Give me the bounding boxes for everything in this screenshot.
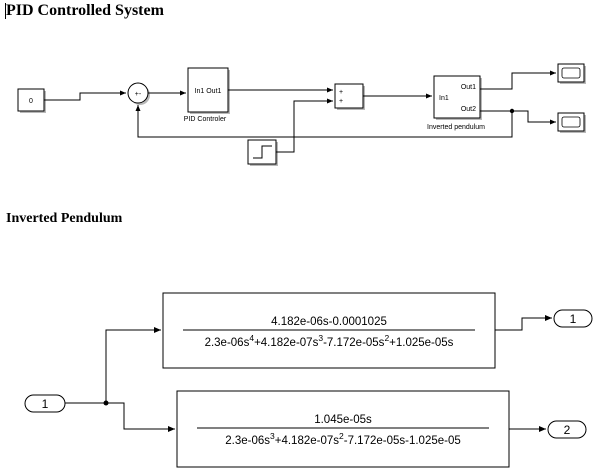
pendulum-in-port: In1 [439,95,449,102]
wire-to-tf1 [105,327,161,403]
pid-system-title: PID Controlled System [6,2,164,19]
transfer-fcn-1[interactable]: 4.182e-06s-0.0001025 2.3e-06s4+4.182e-07… [162,292,496,369]
outport-2[interactable]: 2 [547,420,587,439]
step-block[interactable] [247,139,278,166]
scope-block-2[interactable] [557,112,586,133]
tf2-den-exponent: 2 [339,431,344,441]
pid-controller-block[interactable]: In1 Out1 [187,67,230,114]
wire-step-to-sum2 [276,98,333,153]
inverted-pendulum-title: Inverted Pendulum [6,211,123,226]
sum2-sign-bottom: + [339,98,343,105]
tf1-den-exponent: 3 [318,333,323,343]
constant-block[interactable]: 0 [17,88,46,113]
text-cursor [5,3,6,19]
tf2-numerator: 1.045e-05s [314,414,372,426]
tf1-den-term: 2.3e-06s [205,337,250,349]
outport-1[interactable]: 1 [553,309,593,328]
tf1-den-exponent: 4 [249,333,254,343]
inport-label: 1 [42,397,49,411]
pendulum-out-port-2: Out2 [461,106,476,113]
sum-block-1[interactable]: +- [127,82,150,105]
tf2-denominator: 2.3e-06s3+4.182e-07s2-7.172e-05s-1.025e-… [225,431,461,447]
pid-block-ports: In1 Out1 [195,88,222,95]
scope-block-1[interactable] [557,63,586,84]
transfer-fcn-2[interactable]: 1.045e-05s 2.3e-06s3+4.182e-07s2-7.172e-… [176,390,510,468]
tf1-den-term: +4.182e-07s [254,337,319,349]
tf1-den-term: +1.025e-05s [389,337,454,349]
tf1-den-exponent: 2 [384,333,389,343]
constant-value: 0 [29,98,33,105]
sum1-signs: +- [135,91,142,98]
outport1-label: 1 [570,312,577,326]
wire-out2-to-scope [480,110,556,125]
outport2-label: 2 [564,423,571,437]
tf2-den-term: -7.172e-05s-1.025e-05 [344,435,461,447]
wire-const-to-sum [44,90,126,101]
tf1-numerator: 4.182e-06s-0.0001025 [271,316,387,328]
pendulum-out-port-1: Out1 [461,84,476,91]
pid-block-label: PID Controler [184,116,227,123]
tf2-den-term: +4.182e-07s [275,435,340,447]
wire-to-tf2 [106,402,175,432]
wire-out1-to-scope [480,70,556,90]
tf2-den-term: 2.3e-06s [225,435,270,447]
inverted-pendulum-subsystem[interactable]: In1 Out1 Out2 [433,75,482,120]
wire-tf1-to-out1 [495,315,552,331]
sum-block-2[interactable]: + + [334,83,365,110]
inport-1[interactable]: 1 [24,394,66,413]
sum2-sign-top: + [339,89,343,96]
tf1-den-term: -7.172e-05s [323,337,385,349]
tf2-den-exponent: 3 [270,431,275,441]
tf1-denominator: 2.3e-06s4+4.182e-07s3-7.172e-05s2+1.025e… [205,333,454,349]
wire-feedback [135,105,513,138]
feedback-branch-point [509,108,515,114]
pendulum-block-label: Inverted pendulum [427,124,485,131]
